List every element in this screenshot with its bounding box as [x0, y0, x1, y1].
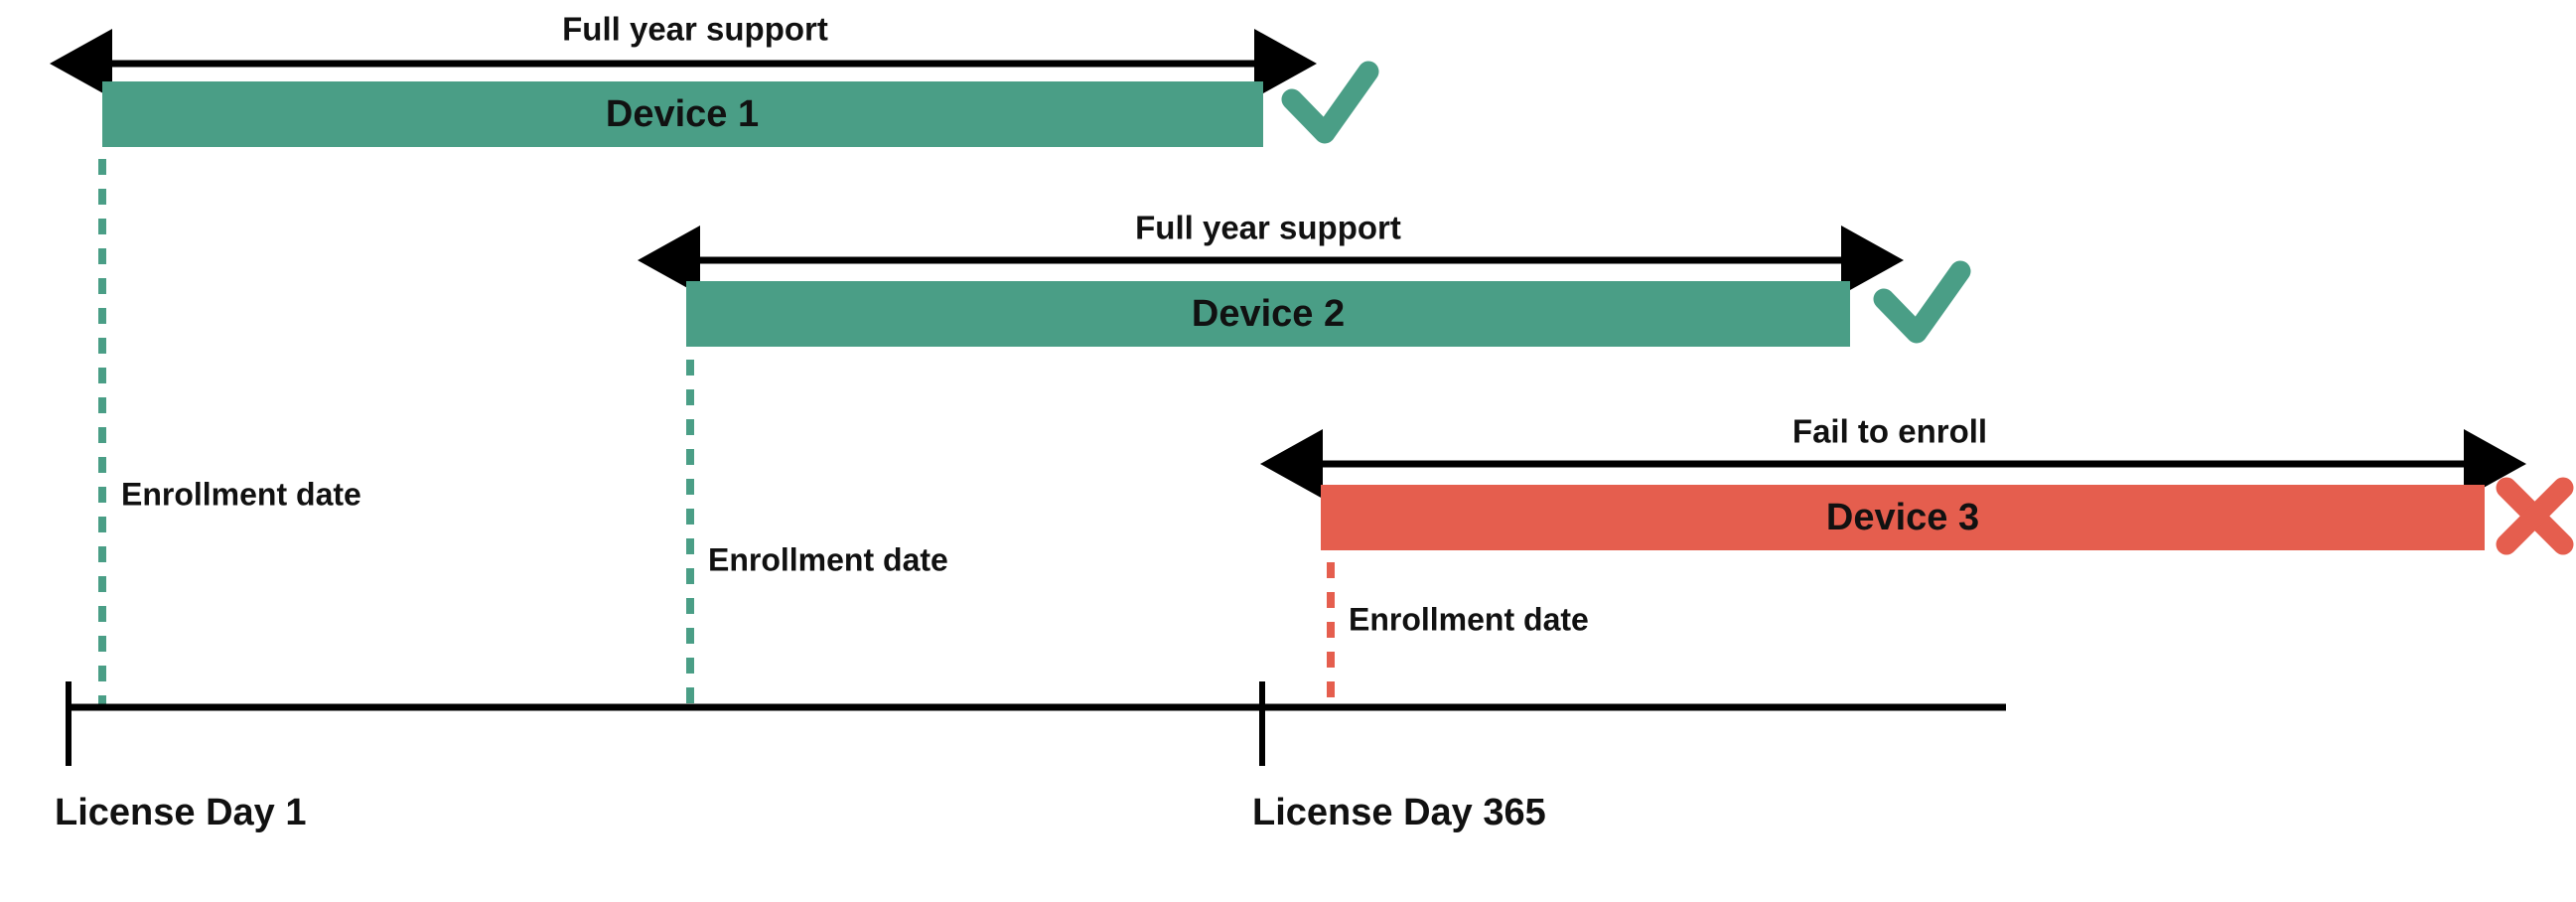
- check-icon: [1873, 260, 1971, 344]
- bar-device-3: [1321, 485, 2485, 550]
- bar-label-device-2: Device 2: [1192, 293, 1345, 335]
- span-label-device-3: Fail to enroll: [1792, 413, 1987, 450]
- device-row-3: Fail to enroll Device 3 Enrollment date: [1260, 413, 2574, 707]
- enrollment-label-device-2: Enrollment date: [708, 541, 948, 577]
- enrollment-label-device-1: Enrollment date: [121, 476, 361, 512]
- timeline-axis: License Day 1 License Day 365: [55, 681, 2006, 833]
- bar-device-1: [102, 81, 1263, 147]
- enrollment-label-device-3: Enrollment date: [1349, 601, 1589, 637]
- axis-label-day-365: License Day 365: [1252, 792, 1546, 833]
- bar-device-2: [686, 281, 1850, 347]
- device-row-2: Full year support Device 2 Enrollment da…: [638, 210, 1971, 707]
- bar-label-device-1: Device 1: [606, 93, 759, 135]
- span-label-device-2: Full year support: [1135, 210, 1401, 246]
- device-row-1: Full year support Device 1 Enrollment da…: [50, 11, 1379, 707]
- check-icon: [1281, 61, 1379, 144]
- bar-label-device-3: Device 3: [1826, 497, 1979, 538]
- cross-icon: [2496, 477, 2574, 555]
- span-label-device-1: Full year support: [562, 11, 828, 48]
- axis-label-day-1: License Day 1: [55, 792, 306, 833]
